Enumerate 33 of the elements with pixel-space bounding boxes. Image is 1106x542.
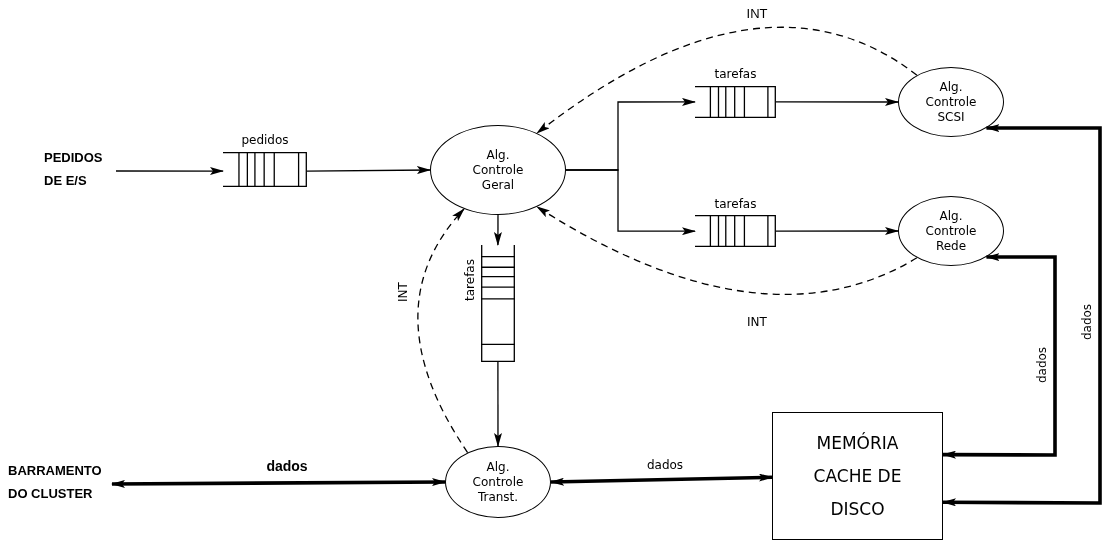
queue-label: pedidos [241,132,289,148]
edge-label: dados [644,458,686,472]
arrow [942,253,1057,459]
queue-label: tarefas [714,66,757,82]
node-label: Alg. Controle Rede [925,208,977,254]
arrow [565,169,696,236]
box-label: MEMÓRIA CACHE DE DISCO [812,431,903,521]
arrow [550,473,773,486]
edge-label: INT [744,7,770,21]
io-label: PEDIDOS DE E/S [44,146,116,196]
node-label: Alg. Controle Transt. [472,459,524,505]
node-label: Alg. Controle SCSI [925,79,977,125]
edge-label: dados [264,459,310,473]
dashed-arrow [536,26,918,134]
arrow [111,478,446,488]
arrow [115,167,224,176]
edge-label: dados [1080,301,1094,343]
edge-label: dados [1035,344,1049,386]
memory-box [772,412,943,540]
io-label: BARRAMENTO DO CLUSTER [8,459,112,509]
arrow [494,361,502,447]
dashed-arrow [417,208,469,454]
arrow [775,98,899,106]
node-label: Alg. Controle Geral [472,147,524,193]
arrow [493,214,502,246]
arrow [775,227,899,235]
queue-label: tarefas [461,259,478,301]
edge-label: INT [745,315,769,329]
dashed-arrow [536,206,918,295]
arrow [306,166,431,175]
arrow [942,124,1102,507]
queue-label: tarefas [714,196,757,212]
edge-label: INT [396,280,410,304]
